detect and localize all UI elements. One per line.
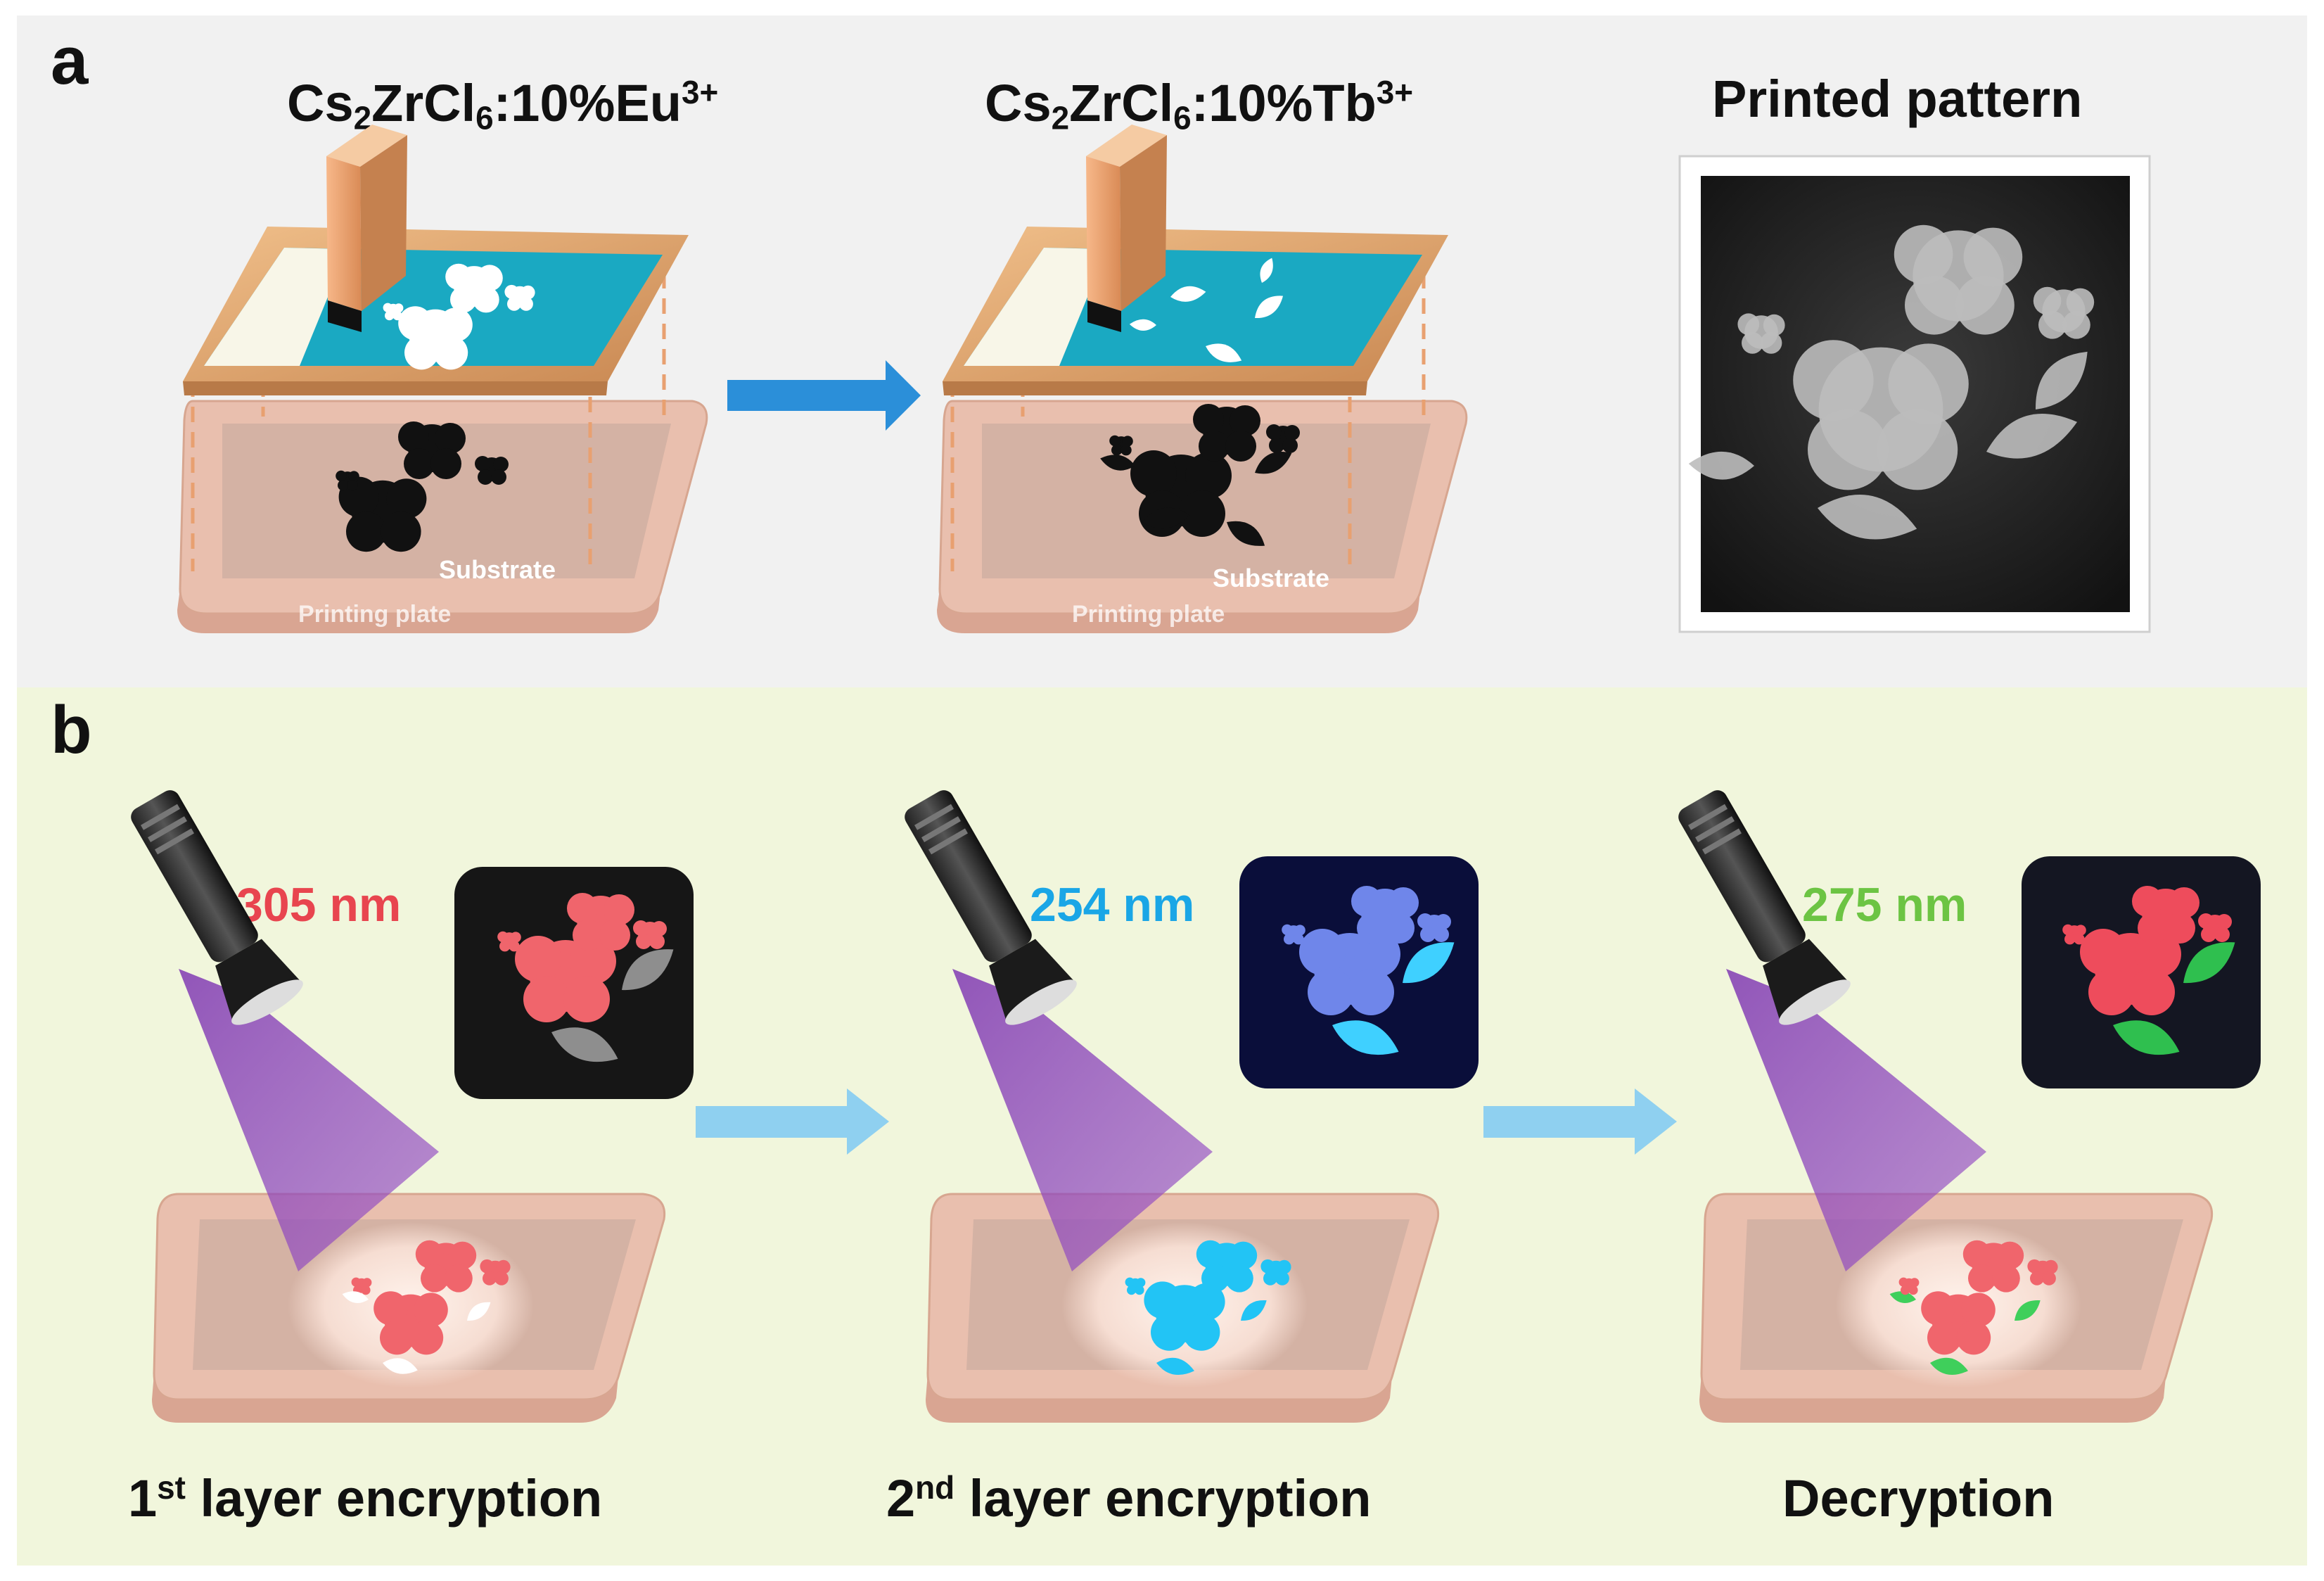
printing-plate-label-1: Printing plate	[298, 601, 451, 628]
result-photo-3	[2022, 856, 2261, 1088]
printing-setup-1: Substrate Printing plate	[177, 125, 708, 633]
caption-2nd-layer: 2nd layer encryption	[886, 1469, 1372, 1528]
panel-a-illustration: Substrate Printing plate	[177, 125, 2151, 633]
process-arrow-a	[727, 360, 921, 431]
panel-letter-a: a	[51, 23, 89, 99]
uv-beam-2	[952, 969, 1213, 1271]
panel-b: b 305 nm 254 nm 275 nm 1st layer encrypt…	[17, 687, 2307, 1566]
result-photo-2	[1239, 856, 1479, 1088]
printing-setup-2: Substrate Printing plate	[937, 125, 1468, 633]
uv-beam-1	[179, 969, 439, 1271]
step-3-illustration	[1662, 780, 2261, 1424]
step-1-illustration	[115, 780, 694, 1424]
squeegee-icon	[1086, 125, 1167, 332]
wavelength-254: 254 nm	[1030, 878, 1195, 932]
wavelength-305: 305 nm	[236, 878, 402, 932]
panel-a: a Cs2ZrCl6:10%Eu3+ Cs2ZrCl6:10%Tb3+ Prin…	[17, 15, 2307, 687]
squeegee-icon	[326, 125, 407, 332]
eu-label: Cs2ZrCl6:10%Eu3+	[287, 74, 719, 136]
caption-1st-layer: 1st layer encryption	[128, 1469, 603, 1528]
printing-plate-label-2: Printing plate	[1072, 601, 1225, 628]
tb-label: Cs2ZrCl6:10%Tb3+	[985, 74, 1414, 136]
printed-pattern-photo	[1678, 155, 2151, 633]
substrate-label-2: Substrate	[1213, 564, 1329, 592]
printed-pattern-title: Printed pattern	[1712, 70, 2083, 128]
step-2-illustration	[888, 780, 1479, 1424]
wavelength-275: 275 nm	[1802, 878, 1967, 932]
panel-b-illustration	[115, 780, 2261, 1424]
result-photo-1	[454, 867, 694, 1099]
process-arrow-b2	[1483, 1088, 1677, 1155]
caption-decryption: Decryption	[1782, 1469, 2055, 1528]
panel-letter-b: b	[51, 692, 92, 768]
uv-beam-3	[1726, 969, 1986, 1271]
process-arrow-b1	[696, 1088, 889, 1155]
substrate-label-1: Substrate	[439, 555, 556, 584]
